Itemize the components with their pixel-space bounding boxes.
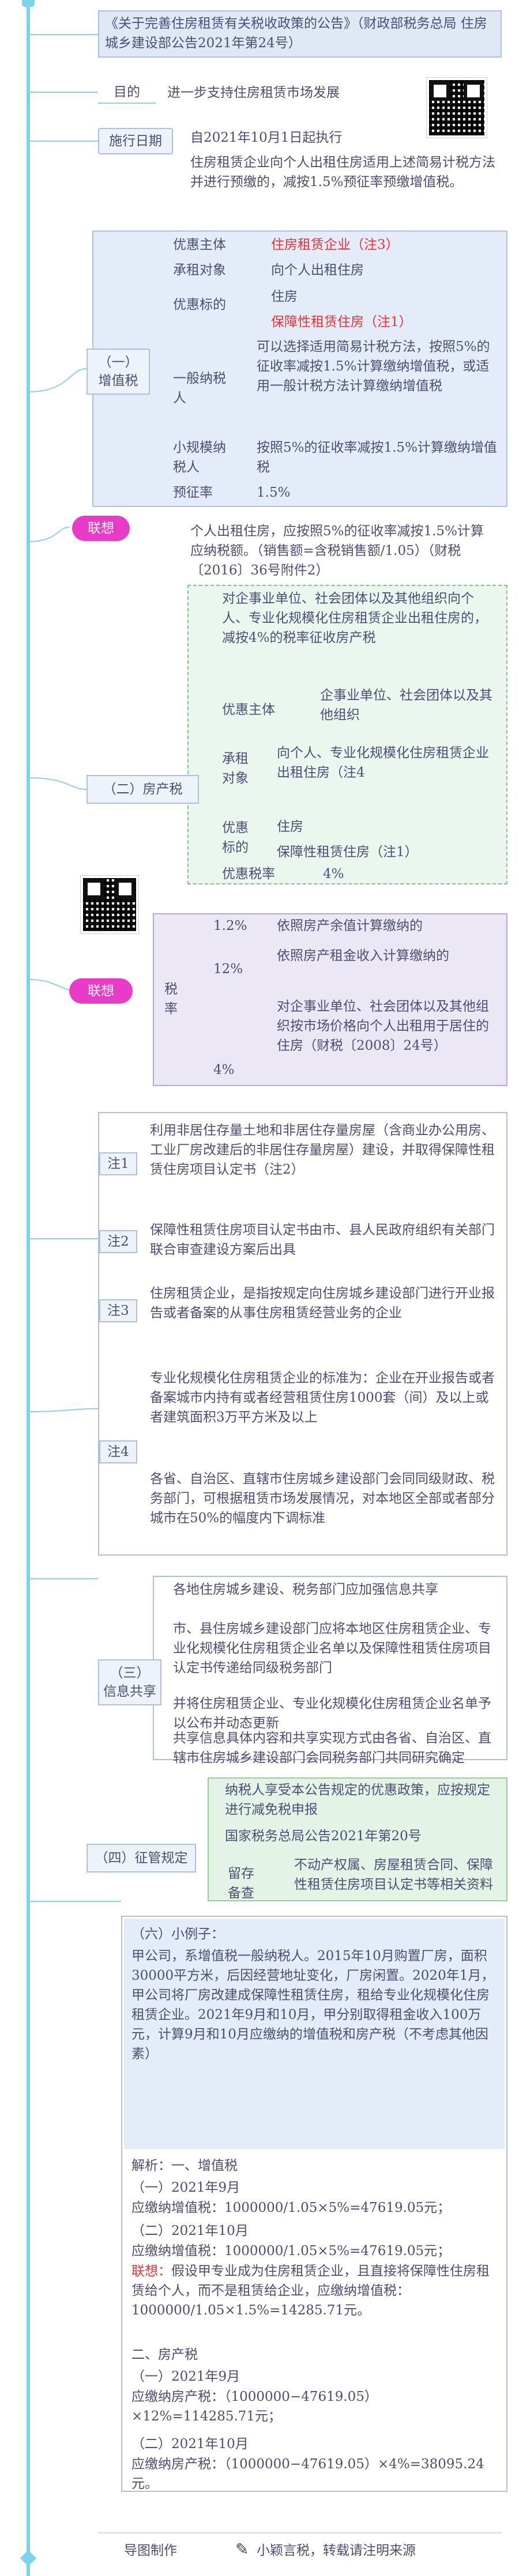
info-section [153, 1576, 507, 1760]
link1-badge: 联想 [72, 516, 130, 541]
example-b1: （一）2021年9月 [131, 2369, 240, 2384]
notes-section [98, 1112, 507, 1556]
vat-general-value: 可以选择适用简易计税方法，按照5%的征收率减按1.5%计算缴纳增值税，或适用一般… [257, 339, 490, 394]
link2-r3-text: 对企事业单位、社会团体以及其他组织按市场价格向个人出租用于居住的住房（财税〔20… [277, 999, 489, 1053]
note3-label: 注3 [99, 1299, 137, 1322]
link1-text: 个人出租住房，应按照5%的征收率减按1.5%计算应纳税额。（销售额=含税销售额/… [190, 524, 484, 578]
manage-item-2: 国家税务总局公告2021年第20号 [225, 1829, 422, 1844]
note2-text: 保障性租赁住房项目认定书由市、县人民政府组织有关部门联合审查建设方案后出具 [150, 1223, 495, 1257]
link2-r3: 4% [213, 1062, 235, 1077]
info-item-3: 并将住房租赁企业、专业化规模化住房租赁企业名单予以公布并动态更新 [173, 1696, 491, 1731]
link2-r1-text: 依照房产余值计算缴纳的 [277, 918, 423, 933]
link2-r2: 12% [213, 962, 243, 977]
pencil-icon: ✎ [235, 2540, 249, 2559]
manage-label: （四）征管规定 [86, 1844, 196, 1873]
vat-subject-label: 优惠主体 [173, 237, 226, 252]
vat-target-label: 优惠标的 [173, 297, 226, 312]
note1-label: 注1 [99, 1152, 137, 1175]
example-note-text: 假设甲专业成为住房租赁企业，且直接将保障性住房租赁给个人，而不是租赁给企业，应缴… [131, 2264, 490, 2318]
vat-object-value: 向个人出租住房 [271, 263, 364, 278]
property-subject-value: 企事业单位、社会团体以及其他组织 [320, 688, 492, 723]
manage-section [208, 1777, 507, 1901]
manage-item-1: 纳税人享受本公告规定的优惠政策，应按规定进行减免税申报 [225, 1783, 490, 1817]
example-b2-value: 应缴纳房产税：（1000000−47619.05）×4%=38095.24元。 [131, 2457, 484, 2491]
info-item-4: 共享信息具体内容和共享实现方式由各省、自治区、直辖市住房城乡建设部门会同税务部门… [173, 1731, 491, 1765]
example-b-head: 二、房产税 [131, 2347, 198, 2362]
footer-divider [98, 2532, 502, 2533]
manage-keep-label: 留存备查 [228, 1866, 254, 1901]
property-label: （二）房产税 [86, 775, 199, 804]
property-object-value: 向个人、专业化规模化住房租赁企业出租住房（注4 [277, 746, 489, 780]
vat-small-label: 小规模纳税人 [173, 440, 226, 475]
effective-text: 住房租赁企业向个人出租住房适用上述简易计税方法并进行预缴的，减按1.5%预征率预… [190, 155, 495, 190]
vat-target-2: 保障性租赁住房（注1） [271, 315, 412, 330]
property-target-label: 优惠标的 [222, 820, 249, 855]
qr-code-2 [80, 875, 139, 934]
vat-target-1: 住房 [271, 289, 298, 304]
purpose-text: 进一步支持住房租赁市场发展 [167, 85, 340, 100]
effective-label: 施行日期 [98, 128, 173, 154]
example-a2: （二）2021年10月 [131, 2223, 249, 2238]
link2-rates-label: 税率 [164, 982, 178, 1016]
title-text: 《关于完善住房租赁有关税收政策的公告》（财政部税务总局 住房城乡建设部公告202… [105, 16, 487, 51]
property-target-1: 住房 [277, 819, 303, 834]
title-box: 《关于完善住房租赁有关税收政策的公告》（财政部税务总局 住房城乡建设部公告202… [98, 10, 502, 58]
example-question-box [124, 1919, 505, 2149]
property-object-label: 承租对象 [222, 751, 249, 786]
property-subject-label: 优惠主体 [222, 702, 275, 717]
vat-object-label: 承租对象 [173, 263, 226, 278]
effective-date: 自2021年10月1日起执行 [190, 130, 343, 145]
qr-code [426, 77, 487, 138]
example-a1-value: 应缴纳增值税：1000000/1.05×5%=47619.05元； [131, 2200, 451, 2215]
property-rate-value: 4% [323, 867, 344, 882]
manage-keep-value: 不动产权属、房屋租赁合同、保障性租赁住房项目认定书等相关资料 [294, 1858, 493, 1892]
link2-r2-text: 依照房产租金收入计算缴纳的 [277, 948, 449, 963]
note4-text-b: 各省、自治区、直辖市住房城乡建设部门会同同级财政、税务部门，可根据租赁市场发展情… [150, 1472, 495, 1526]
property-intro: 对企事业单位、社会团体以及其他组织向个人、专业化规模化住房租赁企业出租住房的，减… [222, 591, 487, 645]
vat-rate-value: 1.5% [257, 485, 291, 500]
info-item-1: 各地住房城乡建设、税务部门应加强信息共享 [173, 1582, 438, 1597]
note2-label: 注2 [99, 1230, 137, 1253]
example-a1: （一）2021年9月 [131, 2180, 240, 2195]
example-b2: （二）2021年10月 [131, 2437, 249, 2452]
link2-section [153, 913, 507, 1086]
info-label: （三） 信息共享 [98, 1659, 161, 1705]
example-b1-value: 应缴纳房产税：（1000000−47619.05）×12%=114285.71元… [131, 2389, 378, 2424]
property-target-2: 保障性租赁住房（注1） [277, 845, 418, 860]
example-note: 联想：假设甲专业成为住房租赁企业，且直接将保障性住房租赁给个人，而不是租赁给企业… [131, 2261, 498, 2320]
vat-small-value: 按照5%的征收率减按1.5%计算缴纳增值税 [257, 440, 497, 475]
property-section [187, 585, 507, 884]
footer-left: 导图制作 [124, 2543, 177, 2558]
note1-text: 利用非居住存量土地和非居住存量房屋（含商业办公用房、工业厂房改建后的非居住存量房… [150, 1123, 495, 1177]
vat-rate-label: 预征率 [173, 485, 213, 500]
vat-subject-value: 住房租赁企业（注3） [271, 237, 399, 252]
note3-text: 住房租赁企业，是指按规定向住房城乡建设部门进行开业报告或者备案的从事住房租赁经营… [150, 1286, 495, 1321]
example-question: 甲公司，系增值税一般纳税人。2015年10月购置厂房，面积30000平方米，后因… [131, 1949, 495, 2061]
example-note-label: 联想： [131, 2264, 171, 2279]
note4-label: 注4 [99, 1440, 137, 1463]
vat-section [92, 230, 507, 507]
footer-right: 小颖言税，转载请注明来源 [257, 2543, 416, 2558]
vat-label: （一） 增值税 [86, 349, 150, 395]
link2-badge: 联想 [69, 978, 133, 1004]
property-rate-label: 优惠税率 [222, 867, 275, 882]
example-a2-value: 应缴纳增值税：1000000/1.05×5%=47619.05元； [131, 2244, 451, 2259]
link2-r1: 1.2% [213, 918, 247, 933]
spine-top-cap [22, 0, 35, 7]
info-item-2: 市、县住房城乡建设部门应将本地区住房租赁企业、专业化规模化住房租赁企业名单以及保… [173, 1621, 491, 1675]
example-a-head: 解析：一、增值税 [131, 2158, 238, 2173]
vat-general-label: 一般纳税人 [173, 371, 226, 406]
purpose-label: 目的 [98, 82, 156, 104]
note4-text-a: 专业化规模化住房租赁企业的标准为：企业在开业报告或者备案城市内持有或者经营租赁住… [150, 1371, 495, 1425]
mindmap-spine [27, 0, 30, 2576]
example-title: （六）小例子： [131, 1927, 224, 1942]
